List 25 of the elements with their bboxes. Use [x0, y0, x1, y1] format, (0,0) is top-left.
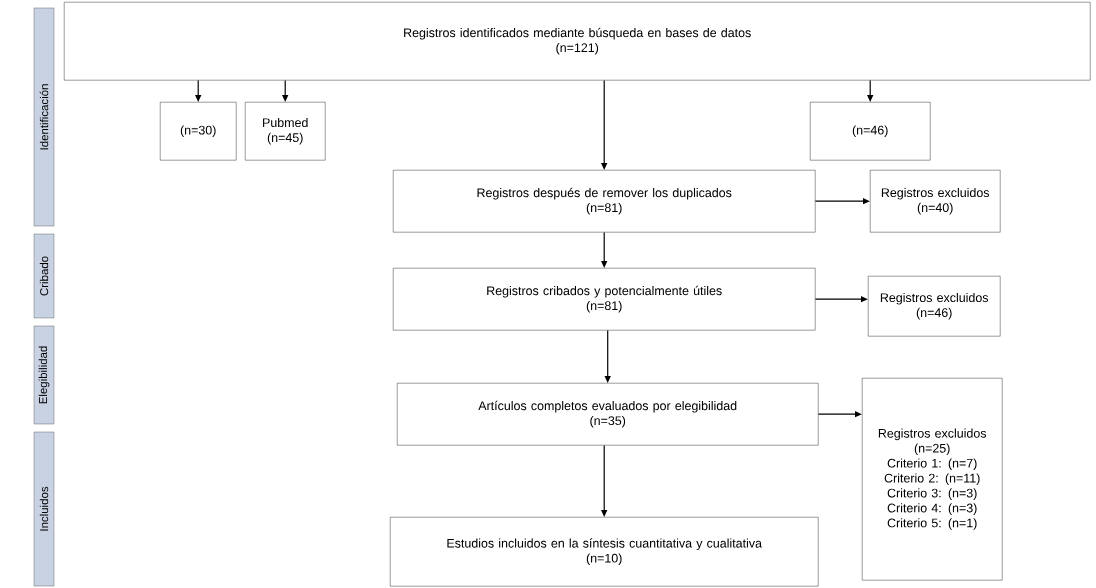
stage-band: Identificación: [33, 7, 55, 227]
process-box: Artículos completos evaluados por elegibilidad (n=35): [397, 383, 819, 446]
process-box: Registros identificados mediante búsqueda en bases de datos (n=121): [64, 2, 1091, 81]
arrow: [601, 444, 608, 517]
arrow: [195, 79, 202, 102]
process-box: Registros cribados y potencialmente útiles (n=81): [393, 268, 816, 331]
process-box: (n=46): [810, 102, 931, 161]
arrow: [282, 79, 289, 102]
process-box: Registros después de remover los duplicados (n=81): [393, 170, 816, 233]
stage-band: Elegibilidad: [33, 325, 55, 425]
arrow: [814, 198, 870, 205]
arrow: [817, 411, 862, 418]
process-box: Registros excluidos (n=46): [868, 276, 1001, 337]
arrow: [867, 79, 874, 102]
process-box: Pubmed (n=45): [245, 102, 326, 161]
arrow: [601, 231, 608, 268]
stage-band: Incluidos: [33, 431, 55, 587]
process-box: Registros excluidos (n=25) Criterio 1: (n=7) Criterio 2: (n=11) Criterio 3: (n=3) Criterio 4: (n=3) Criterio 5: (n=1): [862, 378, 1003, 581]
arrow: [814, 296, 868, 303]
process-box: (n=30): [160, 102, 237, 161]
arrow: [604, 329, 611, 383]
process-box: Registros excluidos (n=40): [870, 170, 1001, 233]
stage-band: Cribado: [33, 233, 55, 319]
process-box: Estudios incluidos en la síntesis cuantitativa y cualitativa (n=10): [390, 517, 819, 587]
arrow: [601, 79, 608, 170]
